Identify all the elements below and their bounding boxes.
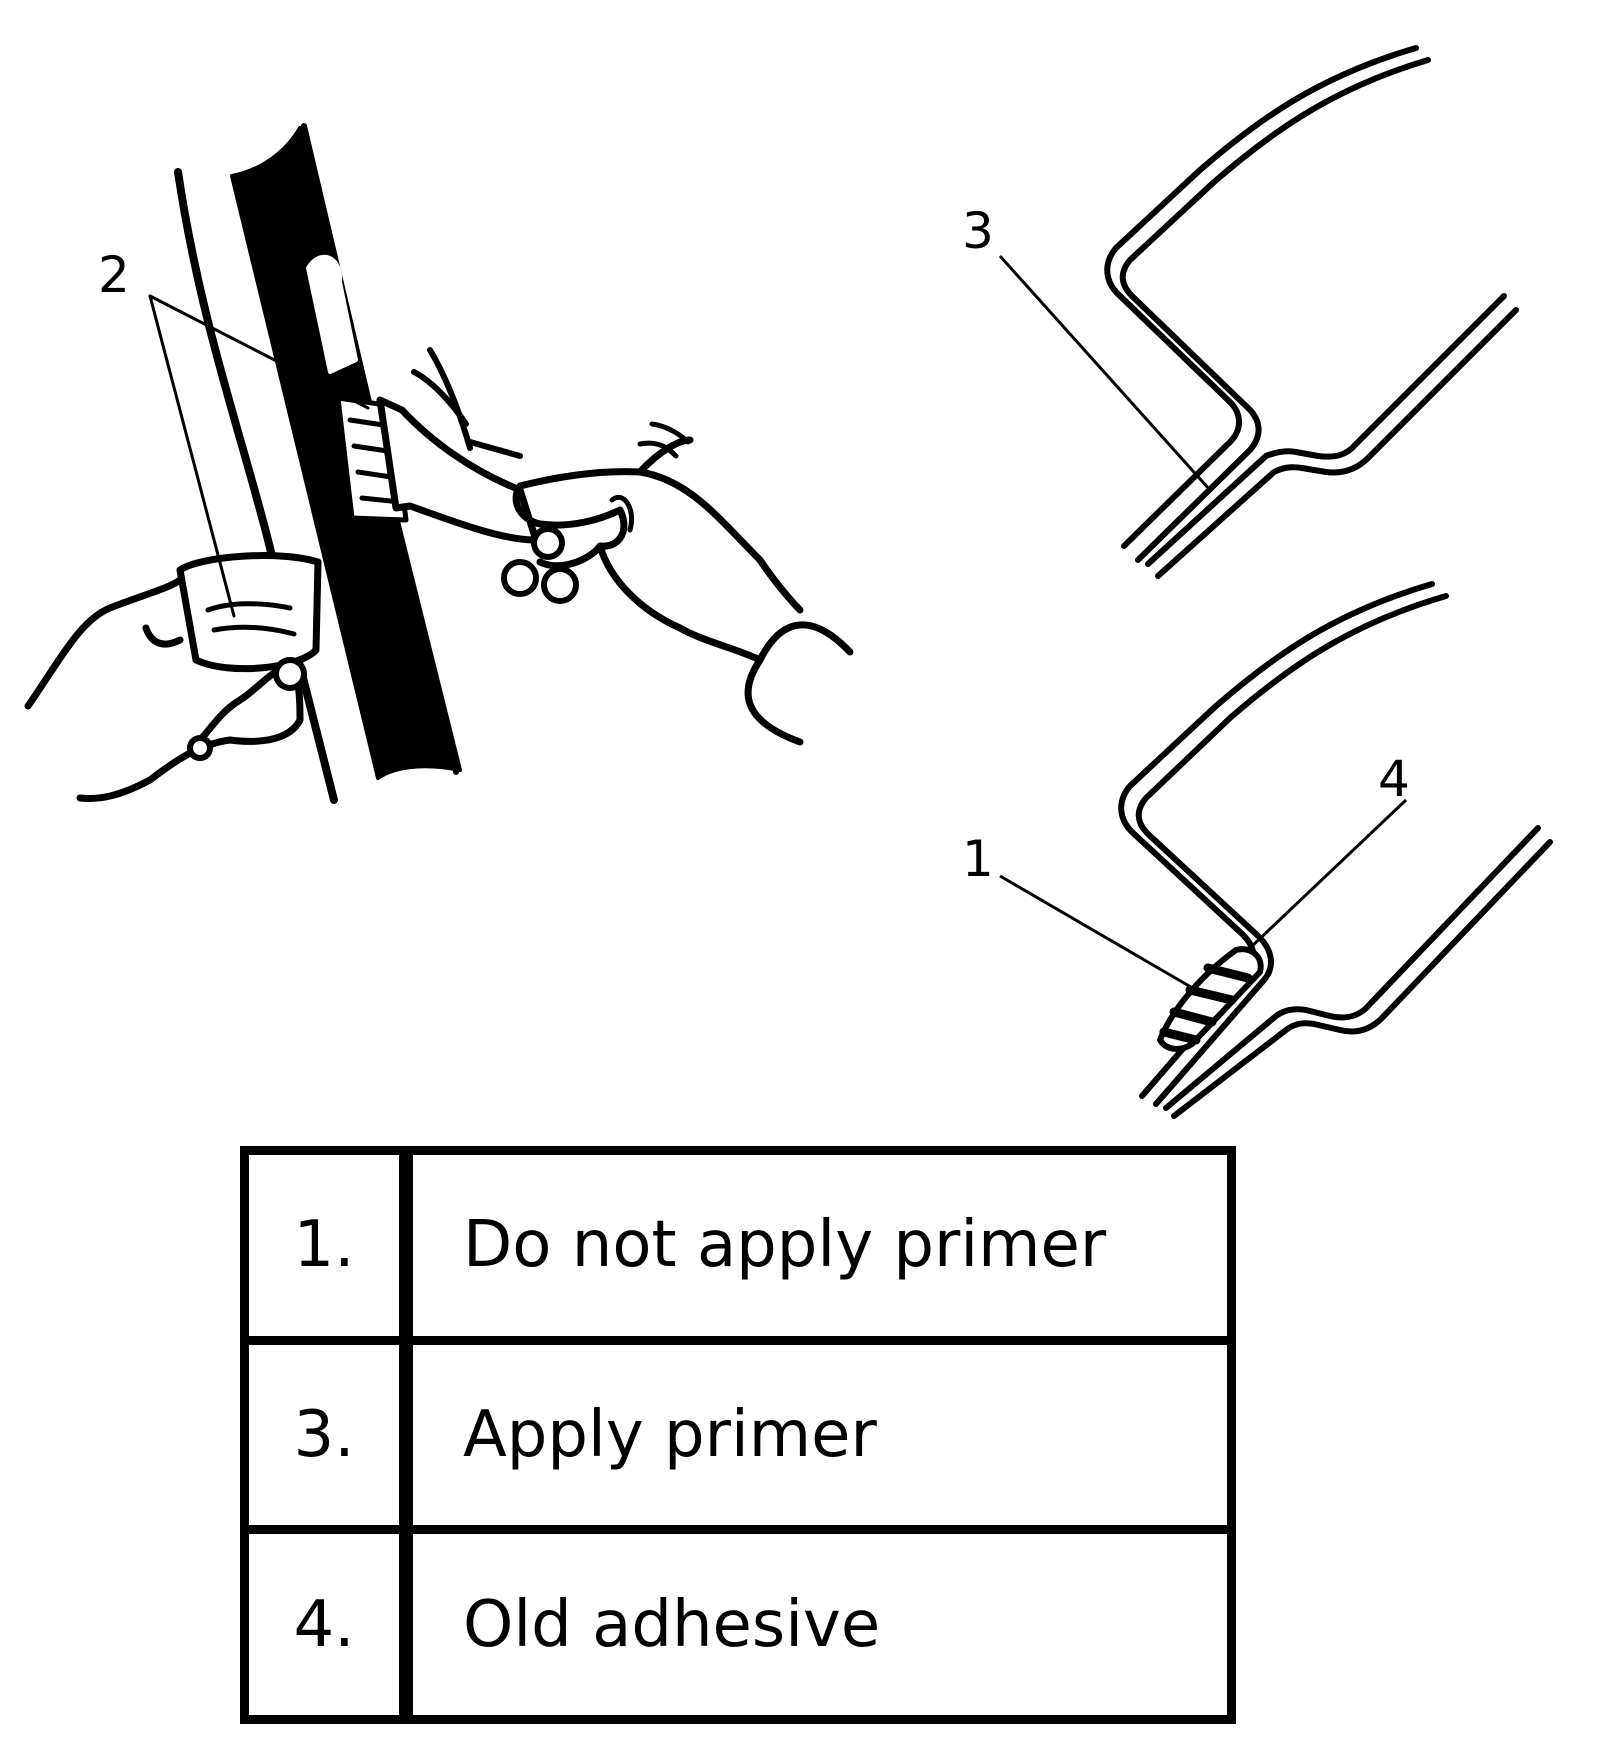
callout-1: 1 (962, 830, 994, 888)
old-adhesive-bead (1157, 946, 1264, 1052)
leader-line-2-cup (148, 294, 236, 618)
legend-text: Old adhesive (401, 1525, 1236, 1724)
callout-2: 2 (98, 246, 130, 304)
primer-application-illustration: 2 3 1 4 (24, 45, 1553, 1119)
leader-line-2-strip (148, 294, 370, 410)
pillar-outer-edge (174, 168, 338, 804)
pillar-clip (306, 254, 358, 374)
legend-row: 1. Do not apply primer (240, 1146, 1236, 1345)
legend-row: 3. Apply primer (240, 1335, 1236, 1535)
leader-line-4 (1248, 798, 1408, 950)
legend-number: 1. (240, 1146, 413, 1345)
primer-application-scene (24, 123, 854, 804)
legend-row: 4. Old adhesive (240, 1525, 1236, 1724)
leader-line-1 (999, 874, 1197, 992)
legend-number: 3. (240, 1335, 413, 1535)
callout-3: 3 (962, 202, 994, 260)
left-hand (24, 576, 304, 802)
right-hand (512, 436, 854, 746)
primer-cup (176, 552, 322, 673)
flange-profile-top (1104, 45, 1519, 579)
legend-text: Apply primer (401, 1335, 1236, 1535)
legend-text: Do not apply primer (401, 1146, 1236, 1345)
leader-line-3 (998, 254, 1212, 492)
legend-number: 4. (240, 1525, 413, 1724)
flange-profile-bottom (1118, 581, 1553, 1119)
legend-table: 1. Do not apply primer 3. Apply primer 4… (240, 1146, 1236, 1724)
callout-4: 4 (1378, 750, 1410, 808)
